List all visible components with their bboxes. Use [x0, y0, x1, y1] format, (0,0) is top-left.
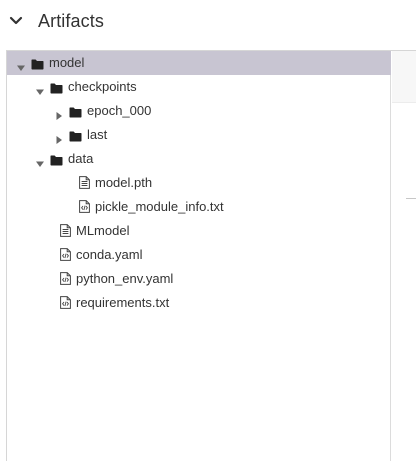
code-file-icon	[79, 200, 90, 218]
code-file-icon	[60, 248, 71, 266]
tree-item-model-pth[interactable]: model.pth	[7, 171, 391, 195]
folder-icon	[50, 153, 63, 171]
caret-down-icon[interactable]	[36, 83, 44, 95]
tree-item-label: model	[49, 55, 85, 70]
folder-icon	[31, 57, 44, 75]
code-file-icon	[60, 272, 71, 290]
tree-item-label: pickle_module_info.txt	[95, 199, 224, 214]
tree-item-label: requirements.txt	[76, 295, 170, 310]
tree-item-requirements-txt[interactable]: requirements.txt	[7, 291, 391, 315]
tree-item-label: python_env.yaml	[76, 271, 174, 286]
chevron-down-icon[interactable]	[9, 16, 23, 26]
caret-down-icon[interactable]	[36, 155, 44, 167]
tree-item-label: MLmodel	[76, 223, 130, 238]
folder-icon	[69, 129, 82, 147]
code-file-icon	[60, 296, 71, 314]
tree-item-python-env-yaml[interactable]: python_env.yaml	[7, 267, 391, 291]
artifact-preview-pane	[392, 51, 416, 461]
tree-item-conda-yaml[interactable]: conda.yaml	[7, 243, 391, 267]
tree-item-last[interactable]: last	[7, 123, 391, 147]
caret-down-icon[interactable]	[17, 59, 25, 71]
tree-item-data[interactable]: data	[7, 147, 391, 171]
artifacts-title: Artifacts	[38, 11, 104, 31]
folder-icon	[50, 81, 63, 99]
caret-right-icon[interactable]	[55, 131, 63, 144]
folder-icon	[69, 105, 82, 123]
tree-item-label: model.pth	[95, 175, 153, 190]
tree-item-mlmodel[interactable]: MLmodel	[7, 219, 391, 243]
tree-item-label: data	[68, 151, 94, 166]
text-file-icon	[60, 224, 71, 242]
tree-item-label: conda.yaml	[76, 247, 143, 262]
preview-divider	[406, 198, 416, 199]
tree-item-epoch-000[interactable]: epoch_000	[7, 99, 391, 123]
tree-item-label: last	[87, 127, 108, 142]
tree-item-label: epoch_000	[87, 103, 152, 118]
tree-item-label: checkpoints	[68, 79, 137, 94]
artifacts-panel	[6, 50, 416, 461]
tree-item-checkpoints[interactable]: checkpoints	[7, 75, 391, 99]
tree-item-pickle-module-info-txt[interactable]: pickle_module_info.txt	[7, 195, 391, 219]
artifacts-header: Artifacts	[0, 0, 416, 42]
text-file-icon	[79, 176, 90, 194]
caret-right-icon[interactable]	[55, 107, 63, 120]
preview-frame	[392, 51, 416, 103]
tree-item-model[interactable]: model	[7, 51, 391, 75]
